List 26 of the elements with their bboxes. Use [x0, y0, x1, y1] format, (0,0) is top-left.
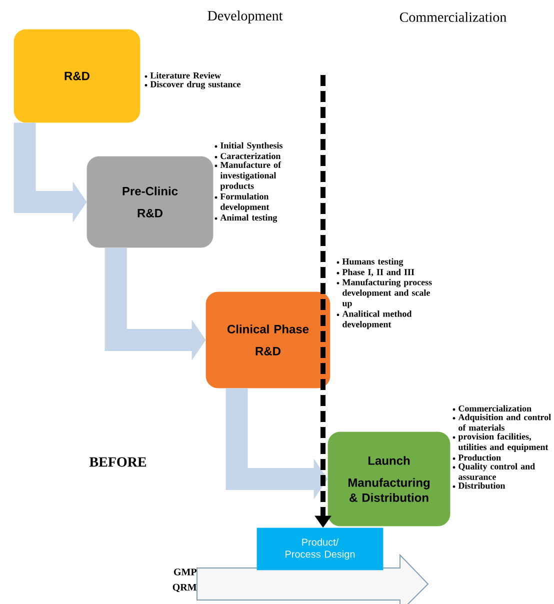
- column-heading: Commercialization: [400, 12, 506, 22]
- stage-box: R&D: [14, 29, 140, 123]
- bullet-item: Animal testing: [214, 214, 278, 222]
- stage-box: Launch Manufacturing & Distribution: [328, 432, 450, 526]
- bullet-item: Analitical method development: [336, 310, 412, 330]
- bullet-item: Manufacture of investigational products: [214, 162, 282, 191]
- bullet-item: Discover drug sustance: [144, 80, 240, 90]
- stage-box: Clinical Phase R&D: [206, 292, 330, 388]
- bullet-item: Commercialization: [452, 405, 532, 412]
- bullet-item: Humans testing: [336, 258, 404, 266]
- side-label: QRM: [172, 584, 197, 592]
- bullet-item: Literature Review: [144, 72, 221, 79]
- bullet-item: Caracterization: [214, 152, 281, 160]
- bullet-item: Phase I, II and III: [336, 268, 414, 276]
- bullet-item: Manufacturing process development and scale up: [336, 278, 432, 308]
- bullet-item: Production: [452, 454, 501, 461]
- side-label: GMP: [174, 568, 197, 576]
- bullet-item: Distribution: [452, 482, 506, 489]
- stamp-label: BEFORE: [89, 457, 146, 467]
- design-box: Product/ Process Design: [256, 528, 384, 570]
- bullet-item: Initial Synthesis: [214, 142, 282, 150]
- bullet-item: provision facilities, utilities and equipment: [452, 433, 548, 452]
- bullet-item: Formulation development: [214, 193, 270, 212]
- stage-box: Pre-Clinic R&D: [86, 156, 214, 248]
- column-heading: Development: [208, 10, 283, 24]
- bullet-item: Quality control and assurance: [452, 463, 535, 480]
